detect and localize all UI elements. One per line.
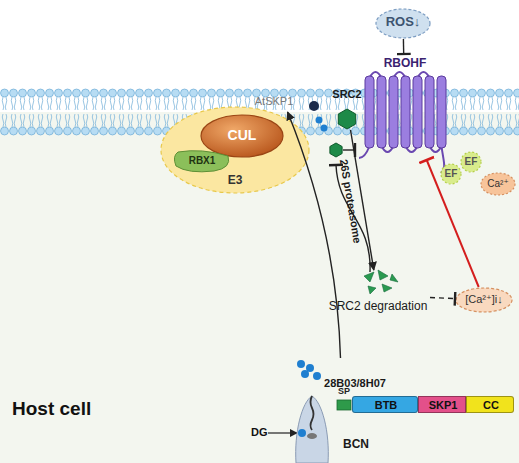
free-label: DG (251, 426, 268, 439)
effector-dot (297, 360, 305, 368)
src2-hexagon (330, 143, 342, 157)
connector (288, 112, 341, 358)
effector-dot (313, 372, 321, 380)
transmembrane-helix (389, 76, 398, 148)
connector (430, 298, 455, 299)
node-label: [Ca²⁺]i↓ (455, 293, 513, 306)
degraded-fragment (368, 286, 376, 294)
domain-skp1: SKP1 (418, 396, 466, 413)
protein-loop (359, 72, 444, 173)
node-label: SRC2 (326, 88, 368, 101)
calcium-ion: Ca²⁺ (480, 172, 516, 196)
ellipse-outline (456, 288, 512, 312)
connector (403, 39, 405, 54)
src2-protein: SRC2 (326, 88, 368, 130)
node-label: RBX1 (174, 155, 230, 167)
effector-dot (301, 370, 309, 378)
degradation-node: SRC2 degradation (326, 270, 430, 320)
node-label: BTB (353, 399, 419, 412)
node-label: SP (336, 386, 352, 396)
degraded-fragment (382, 284, 392, 292)
node-label: SKP1 (419, 399, 467, 412)
domain-sp: SP (336, 384, 352, 414)
transmembrane-helix (377, 76, 386, 148)
degraded-fragment (378, 270, 388, 280)
nematode-body (296, 396, 329, 463)
stylet (311, 396, 314, 430)
ellipse-outline (441, 164, 461, 184)
dg-arrow (268, 432, 297, 433)
domain-cc: CC (466, 396, 514, 413)
transmembrane-helix (365, 76, 374, 148)
node-label: RBOHF (357, 57, 453, 71)
edge-label: 26S proteasome (337, 159, 363, 245)
node-label: Ca²⁺ (480, 178, 516, 190)
node-label: 28B03/8H07 (321, 377, 389, 390)
ef-hand: EF (440, 163, 462, 185)
ellipse-outline (376, 9, 430, 38)
stylet-knob (307, 433, 317, 439)
ef-hand: EF (460, 151, 482, 173)
free-label: Host cell (12, 398, 91, 420)
effector-dot (316, 117, 323, 124)
node-label: E3 (220, 174, 250, 188)
transmembrane-helix (437, 76, 446, 148)
transmembrane-helix (425, 76, 434, 148)
ros-ellipse: ROS↓ (375, 8, 431, 39)
node-label: EF (460, 156, 482, 168)
node-label: ROS↓ (375, 15, 431, 30)
transmembrane-helix (413, 76, 422, 148)
node-label: BCN (336, 438, 376, 452)
node-label: CUL (200, 127, 284, 143)
calcium-level: [Ca²⁺]i↓ (455, 287, 513, 313)
node-label: CC (467, 399, 515, 412)
connector (351, 130, 374, 270)
rbohf-protein: RBOHF (357, 54, 453, 160)
ellipse-outline (161, 107, 309, 193)
ellipse-outline (481, 173, 515, 195)
node-label: AtSKP1 (244, 95, 304, 108)
ellipse-outline (201, 115, 283, 157)
domain-btb: BTB (352, 396, 418, 413)
rbx1-subunit: RBX1 (174, 150, 230, 172)
connector (427, 160, 479, 287)
degraded-fragment (390, 274, 398, 282)
node-label: EF (440, 168, 462, 180)
ellipse-outline (461, 152, 481, 172)
transmembrane-helix (401, 76, 410, 148)
dorsal-gland (298, 429, 306, 437)
e3-complex: E3 CUL RBX1 (160, 106, 310, 194)
atskp1-dot (309, 101, 319, 111)
effector-dot (321, 125, 328, 132)
cul-subunit: CUL (200, 114, 284, 158)
hexagon (338, 109, 355, 129)
node-label: SRC2 degradation (326, 300, 430, 314)
sp-domain (337, 400, 351, 410)
degraded-fragment (364, 272, 374, 282)
